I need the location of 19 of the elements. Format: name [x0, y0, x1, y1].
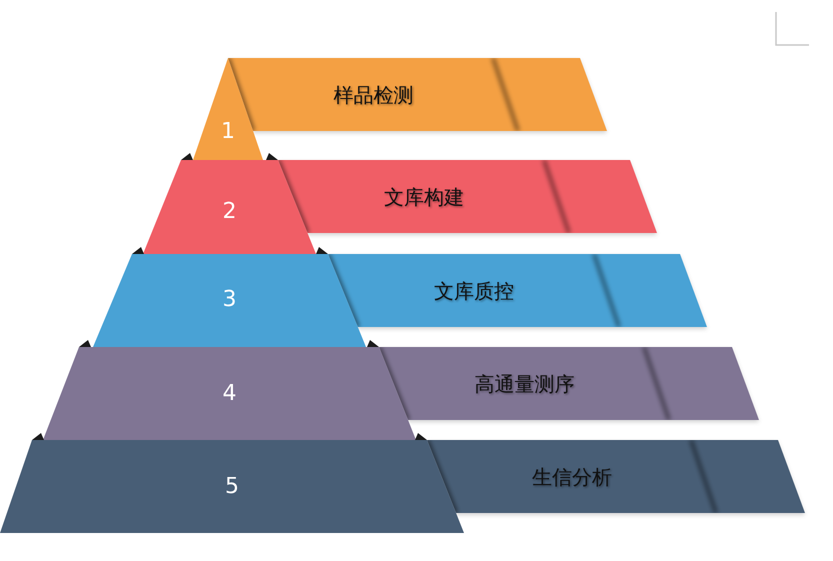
step-number: 3: [222, 289, 236, 311]
step-number: 4: [222, 383, 236, 405]
pyramid-tier: [43, 339, 416, 440]
step-label: 文库质控: [434, 280, 514, 302]
pyramid-tier: [143, 152, 316, 254]
step-number: 1: [221, 121, 235, 143]
pyramid-tier: [0, 432, 464, 533]
pyramid-tier: [193, 58, 263, 160]
ribbon-banner: [328, 254, 707, 327]
pyramid-tier: [93, 246, 366, 347]
ribbon-banner: [379, 347, 759, 420]
step-number: 2: [222, 201, 236, 223]
step-label: 生信分析: [532, 466, 612, 488]
ribbon-banner: [427, 440, 805, 513]
step-label: 文库构建: [384, 186, 464, 208]
step-label: 高通量测序: [474, 372, 574, 394]
step-label: 样品检测: [334, 84, 414, 106]
ribbon-banner: [278, 160, 657, 233]
step-number: 5: [225, 476, 239, 498]
